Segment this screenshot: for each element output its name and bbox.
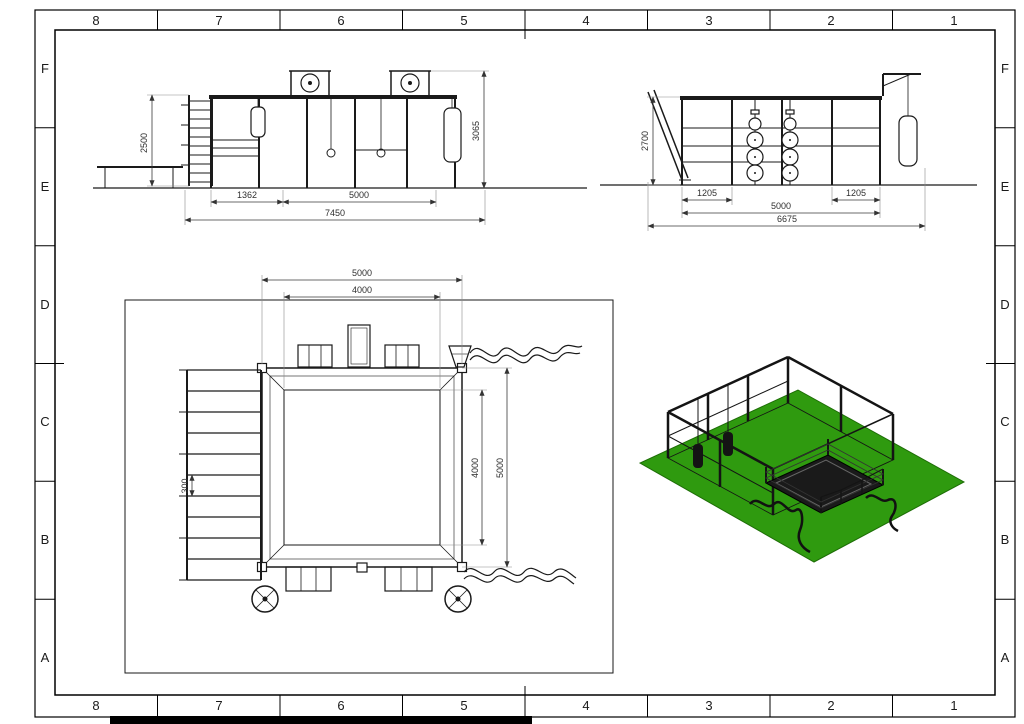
bag-bracket <box>882 73 921 96</box>
punching-bag-large <box>898 74 918 167</box>
dimension-label: 2700 <box>640 131 650 151</box>
grid-column-label: 8 <box>92 13 100 28</box>
board <box>347 324 371 368</box>
training-wheel <box>251 585 279 613</box>
dimension-label: 1205 <box>697 188 717 198</box>
dimension-label: 6675 <box>777 214 797 224</box>
weight-plates <box>746 100 799 185</box>
side-elevation-view: 2700 1205 1205 5000 6675 <box>600 73 977 231</box>
grid-column-label: 3 <box>705 698 713 713</box>
dim-inner-width: 4000 <box>283 285 441 388</box>
grid-row-label: A <box>40 650 50 665</box>
front-elevation-view: 2500 3065 1362 5000 7450 <box>93 70 587 225</box>
dimension-label: 4000 <box>352 285 372 295</box>
grid-column-label: 7 <box>215 698 223 713</box>
grid-column-label: 3 <box>705 13 713 28</box>
wall-bars <box>181 95 213 186</box>
dimension-label: 5000 <box>349 190 369 200</box>
ring-mat <box>764 439 885 514</box>
grid-row-label: A <box>1000 650 1010 665</box>
dimension-label: 4000 <box>470 458 480 478</box>
battle-ropes <box>463 567 577 585</box>
grid-row-label: F <box>1001 61 1009 76</box>
grid-row-label: B <box>1000 532 1010 547</box>
dimension-label: 1362 <box>237 190 257 200</box>
grid-column-label: 4 <box>582 13 590 28</box>
incline-board <box>647 89 691 181</box>
grid-column-label: 2 <box>827 13 835 28</box>
grid-row-label: E <box>1000 179 1010 194</box>
grid-column-label: 1 <box>950 13 958 28</box>
grid-ticks <box>35 10 1015 717</box>
dimension-label: 5000 <box>771 201 791 211</box>
battle-rope <box>749 494 899 554</box>
frame-structure <box>680 96 882 185</box>
dimension-label: 7450 <box>325 208 345 218</box>
funnel-mount <box>448 345 472 368</box>
dim-rung-spacing: 300 <box>180 474 195 497</box>
bench <box>384 344 420 368</box>
grid-row-label: D <box>1000 297 1010 312</box>
grid-column-label: 8 <box>92 698 100 713</box>
plan-view: 300 <box>124 268 614 674</box>
balance-beam <box>97 166 183 188</box>
dim-outer-width: 5000 <box>261 268 463 364</box>
boxing-ring <box>256 362 468 573</box>
bench <box>285 566 332 592</box>
grid-row-label: D <box>40 297 50 312</box>
plan-boundary <box>124 299 614 674</box>
grid-column-label: 6 <box>337 13 345 28</box>
rope-spool <box>289 70 331 95</box>
center-marks <box>55 30 995 695</box>
dim-total-height: 3065 <box>431 70 489 189</box>
dimension-label: 5000 <box>495 458 505 478</box>
dim-chain-row: 1362 5000 <box>210 190 437 207</box>
grid-column-label: 7 <box>215 13 223 28</box>
punching-bag-small <box>250 99 266 138</box>
grid-column-label: 6 <box>337 698 345 713</box>
dim-frame-height: 2700 <box>640 96 680 186</box>
training-wheel <box>444 585 472 613</box>
dimension-label: 5000 <box>352 268 372 278</box>
rope-spool <box>389 70 431 95</box>
dimension-label: 2500 <box>139 133 149 153</box>
dim-overall-width: 6675 <box>647 168 926 231</box>
bench <box>384 566 433 592</box>
grid-row-label: B <box>40 532 50 547</box>
grid-column-label: 1 <box>950 698 958 713</box>
dim-outer-depth: 5000 <box>462 367 512 568</box>
frame-structure <box>209 95 457 188</box>
wall-bars-ladder <box>179 369 262 581</box>
dim-inner-depth: 4000 <box>440 389 487 546</box>
grid-row-label: F <box>41 61 49 76</box>
dim-main-span: 5000 <box>681 201 881 216</box>
battle-ropes <box>469 344 583 364</box>
cage-structure <box>666 355 895 516</box>
punching-bag-large <box>443 99 462 163</box>
grid-row-label: C <box>40 414 50 429</box>
grid-column-label: 4 <box>582 698 590 713</box>
dimension-label: 3065 <box>471 121 481 141</box>
fold-mark-bar <box>110 716 532 724</box>
ring-fence <box>820 468 884 504</box>
dimension-label: 1205 <box>846 188 866 198</box>
punching-bag <box>693 385 733 468</box>
gym-rings <box>326 99 386 158</box>
bench <box>297 344 333 368</box>
dimension-label: 300 <box>180 478 190 493</box>
grid-column-label: 2 <box>827 698 835 713</box>
dim-overall-width: 7450 <box>184 190 486 225</box>
grid-row-label: E <box>40 179 50 194</box>
dim-frame-height: 2500 <box>139 94 189 187</box>
grid-column-label: 5 <box>460 13 468 28</box>
isometric-view <box>638 355 966 563</box>
grid-column-label: 5 <box>460 698 468 713</box>
grid-row-label: C <box>1000 414 1010 429</box>
